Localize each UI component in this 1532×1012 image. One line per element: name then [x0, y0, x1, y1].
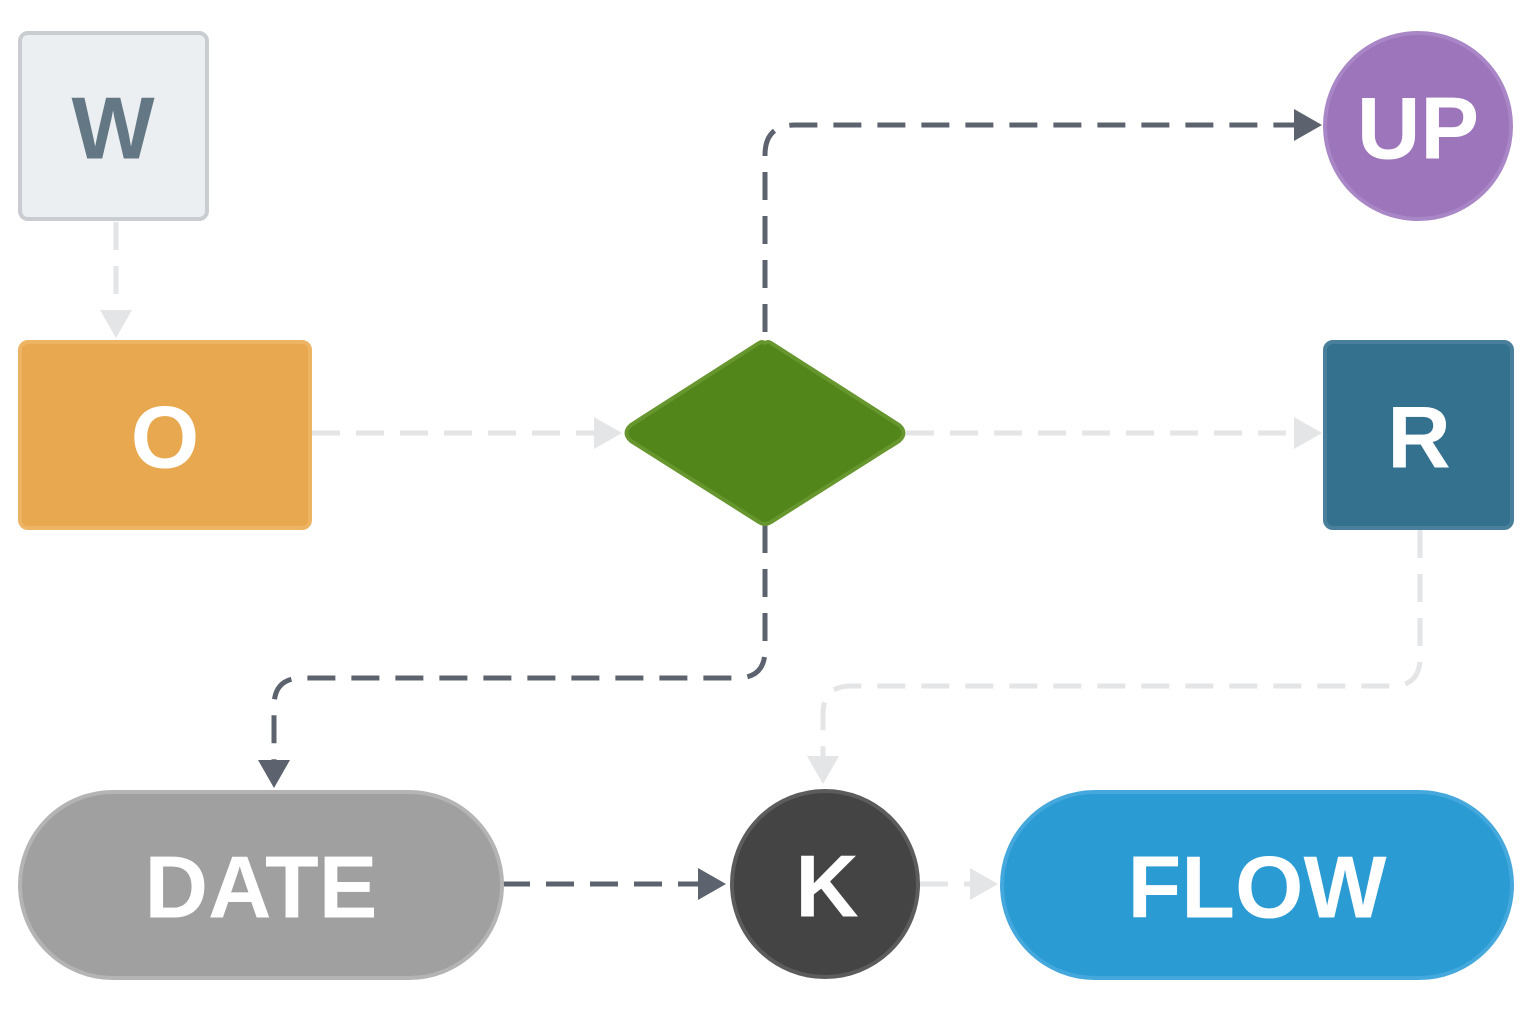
arrowhead-o-to-decision — [594, 417, 622, 449]
node-up-shape — [1323, 31, 1513, 221]
arrowhead-decision-to-date — [258, 760, 290, 788]
edge-r-to-k — [820, 530, 1423, 758]
node-k[interactable]: K — [730, 789, 920, 979]
node-up-label: UP — [1357, 79, 1479, 178]
edge-decision-to-up — [762, 122, 1296, 332]
arrowhead-date-to-k — [698, 868, 726, 900]
node-r-shape — [1323, 340, 1514, 530]
node-flow-label: FLOW — [1127, 838, 1386, 937]
node-up[interactable]: UP — [1323, 31, 1513, 221]
node-decision[interactable] — [624, 340, 906, 526]
node-date-label: DATE — [144, 838, 377, 937]
node-o[interactable]: O — [18, 340, 312, 530]
arrowhead-r-to-k — [807, 756, 839, 784]
node-r-label: R — [1387, 388, 1451, 487]
arrowhead-decision-to-r — [1294, 417, 1322, 449]
arrowhead-w-to-o — [100, 310, 132, 338]
node-w-shape — [18, 31, 209, 221]
edges — [100, 109, 1423, 900]
node-w-label: W — [71, 79, 154, 178]
node-flow[interactable]: FLOW — [1000, 790, 1514, 980]
arrowhead-decision-to-up — [1294, 109, 1322, 141]
node-decision-shape — [624, 340, 906, 526]
node-k-label: K — [795, 837, 859, 936]
node-date[interactable]: DATE — [18, 790, 504, 980]
node-flow-shape — [1000, 790, 1514, 980]
arrowhead-k-to-flow — [970, 868, 998, 900]
node-o-shape — [18, 340, 312, 530]
node-o-label: O — [131, 388, 199, 487]
edge-decision-to-date — [271, 525, 768, 762]
node-date-shape — [18, 790, 504, 980]
node-w[interactable]: W — [18, 31, 209, 221]
node-k-shape — [730, 789, 920, 979]
node-r[interactable]: R — [1323, 340, 1514, 530]
